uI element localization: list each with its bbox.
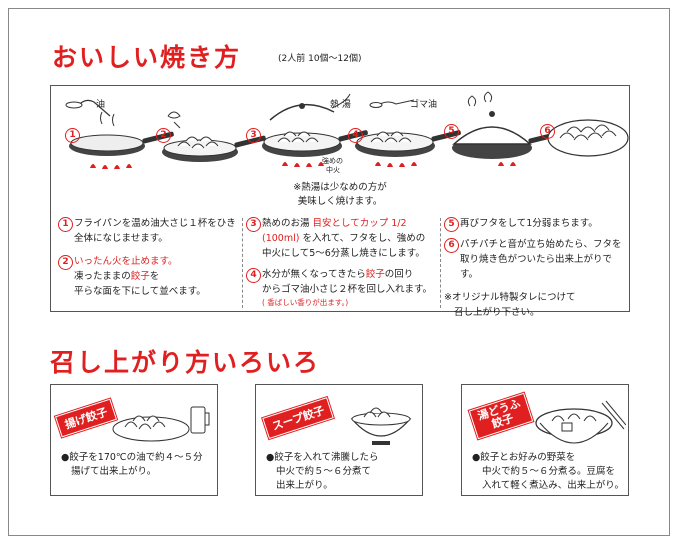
card-soup-line1: ●餃子を入れて沸騰したら [266, 452, 379, 463]
step-number-6: 6 [540, 124, 555, 139]
hot-water-note-line2: 美味しく焼けます。 [297, 196, 383, 207]
card-fried-gyoza: 揚げ餃子 ●餃子を170℃の油で約４〜５分 揚げて出来上がり。 [50, 384, 218, 496]
soup-gyoza-illustration [350, 407, 412, 445]
step4-gyoza: 餃子 [365, 269, 385, 280]
card-tofu-line2: 中火で約５〜６分煮る。豆腐を [482, 466, 616, 477]
heat-label-line1: 強めの [322, 157, 343, 165]
instruction-step4: 4 水分が無くなってきたら餃子の回り からゴマ油小さじ２杯を回し入れます。 ( … [246, 267, 438, 308]
page-frame [8, 8, 670, 536]
card-fried-text: ●餃子を170℃の油で約４〜５分 揚げて出来上がり。 [61, 451, 203, 479]
instructions-col1: 1 フライパンを温め油大さじ１杯をひき 全体になじませます。 2 いったん火を止… [58, 216, 240, 299]
step-number-3: 3 [246, 128, 261, 143]
step-number-2: 2 [156, 128, 171, 143]
step3-line1a: 熱めのお湯 [262, 218, 313, 229]
step4-line1c: の回り [384, 269, 414, 280]
card-soup-line2: 中火で約５〜６分煮て [276, 466, 372, 477]
step4-line1: 水分が無くなってきたら餃子の回り [262, 267, 438, 282]
step3-line3: 中火にして5〜6分蒸し焼きにします。 [262, 248, 425, 259]
hot-water-note: ※熱湯は少なめの方が 美味しく焼けます。 [270, 181, 410, 209]
heat-label-line2: 中火 [326, 166, 340, 174]
tare-line2: 召し上がり下さい。 [454, 307, 540, 318]
ribbon-soup-gyoza: スープ餃子 [262, 396, 335, 440]
pan-step1-illustration [65, 99, 174, 156]
step3-line1: 熱めのお湯 目安としてカップ 1/2 [262, 216, 438, 231]
step5-line1: 再びフタをして1分弱まちます。 [460, 218, 598, 229]
instruction-number-6: 6 [444, 238, 459, 253]
pan-step3-illustration [262, 93, 368, 157]
fried-gyoza-illustration [112, 406, 210, 442]
card-soup-text: ●餃子を入れて沸騰したら 中火で約５〜６分煮て 出来上がり。 [266, 451, 379, 493]
cooking-steps-panel [50, 85, 630, 312]
step2-line1a: 凍ったままの [74, 271, 131, 282]
card-fried-line1: ●餃子を170℃の油で約４〜５分 [61, 452, 203, 463]
step4-line2: からゴマ油小さじ２杯を回し入れます。 [262, 284, 433, 295]
servings-note: (2人前 10個〜12個) [278, 54, 362, 64]
step1-line1: フライパンを温め油大さじ１杯をひき [74, 218, 236, 229]
card-tofu-line1: ●餃子とお好みの野菜を [472, 452, 576, 463]
instruction-number-4: 4 [246, 268, 261, 283]
step2-title: いったん火を止めます。 [74, 256, 178, 267]
pan-step5-illustration [452, 91, 558, 159]
card-fried-line2: 揚げて出来上がり。 [71, 466, 157, 477]
instructions-col2: 3 熱めのお湯 目安としてカップ 1/2 (100ml) を入れて、フタをし、強… [246, 216, 438, 308]
step-number-5: 5 [444, 124, 459, 139]
instructions-col3: 5 再びフタをして1分弱まちます。 6 パチパチと音が立ち始めたら、フタを 取り… [444, 216, 628, 320]
hot-water-label: 熱 湯 [330, 100, 351, 110]
ribbon-fried-gyoza: 揚げ餃子 [55, 398, 117, 438]
instruction-number-1: 1 [58, 217, 73, 232]
tare-line1: ※オリジナル特製タレにつけて [444, 292, 576, 303]
instruction-step1: 1 フライパンを温め油大さじ１杯をひき 全体になじませます。 [58, 216, 240, 246]
step-number-1: 1 [65, 128, 80, 143]
section-title-serving: 召し上がり方いろいろ [50, 348, 321, 377]
sesame-oil-label: ゴマ油 [410, 100, 438, 110]
step2-line2: 平らな面を下にして並べます。 [74, 286, 206, 297]
card-soup-line3: 出来上がり。 [276, 480, 333, 491]
card-tofu-gyoza: 湯どうふ 餃子 ●餃子とお好みの野菜を 中火で約５〜６分煮る。豆腐を 入れて軽く… [461, 384, 629, 496]
step2-gyoza: 餃子 [130, 271, 150, 282]
card-tofu-line3: 入れて軽く煮込み、出来上がり。 [482, 480, 625, 491]
step-illustrations [65, 91, 629, 169]
column-divider-1 [242, 218, 243, 308]
step2-line1: 凍ったままの餃子を [74, 269, 240, 284]
section-title-cooking: おいしい焼き方 [52, 43, 242, 72]
card-tofu-text: ●餃子とお好みの野菜を 中火で約５〜６分煮る。豆腐を 入れて軽く煮込み、出来上が… [472, 451, 624, 493]
step6-line2: 取り焼き色がついたら出来上がりです。 [460, 254, 613, 280]
plate-step6-illustration [547, 119, 629, 157]
pan-step2-illustration [162, 111, 266, 162]
column-divider-2 [440, 218, 441, 308]
step3-line2b: を入れて、フタをし、強めの [299, 233, 426, 244]
instruction-step2: 2 いったん火を止めます。 凍ったままの餃子を 平らな面を下にして並べます。 [58, 254, 240, 299]
tare-note: ※オリジナル特製タレにつけて 召し上がり下さい。 [444, 290, 628, 320]
ribbon-tofu-gyoza: 湯どうふ 餃子 [468, 392, 534, 440]
step2-line1c: を [149, 271, 160, 282]
flame-icons [90, 162, 516, 169]
step1-line2: 全体になじませます。 [74, 233, 168, 244]
step3-measure: 目安としてカップ 1/2 [312, 218, 407, 229]
hot-water-note-line1: ※熱湯は少なめの方が [293, 182, 387, 193]
step6-line1: パチパチと音が立ち始めたら、フタを [460, 239, 622, 250]
oil-label: 油 [96, 100, 106, 110]
step3-ml: (100ml) [262, 233, 300, 244]
card-soup-gyoza: スープ餃子 ●餃子を入れて沸騰したら 中火で約５〜６分煮て 出来上がり。 [255, 384, 423, 496]
hotpot-illustration [535, 400, 626, 444]
instruction-step3: 3 熱めのお湯 目安としてカップ 1/2 (100ml) を入れて、フタをし、強… [246, 216, 438, 261]
instruction-number-3: 3 [246, 217, 261, 232]
instruction-number-2: 2 [58, 255, 73, 270]
step4-note: ( 香ばしい香りが出ます。) [262, 298, 349, 307]
step-number-4: 4 [348, 128, 363, 143]
instruction-step6: 6 パチパチと音が立ち始めたら、フタを 取り焼き色がついたら出来上がりです。 [444, 237, 628, 282]
instruction-number-5: 5 [444, 217, 459, 232]
instruction-step5: 5 再びフタをして1分弱まちます。 [444, 216, 628, 232]
step4-line1a: 水分が無くなってきたら [262, 269, 366, 280]
pan-step4-illustration [355, 99, 461, 157]
step3-line2: (100ml) を入れて、フタをし、強めの [262, 231, 438, 246]
